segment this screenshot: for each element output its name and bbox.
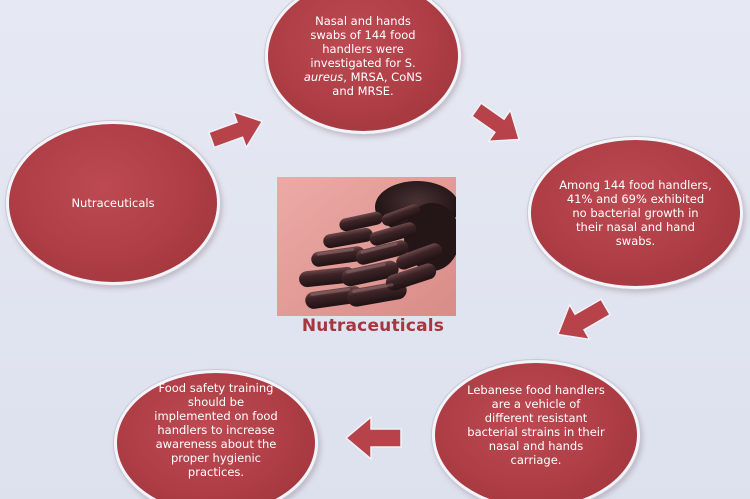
arrow-bottom-right-to-bottom-left-icon bbox=[343, 412, 405, 464]
circle-left-text: Nutraceuticals bbox=[71, 196, 154, 210]
capsules-photo bbox=[277, 177, 456, 316]
arrow-left-to-top-icon bbox=[204, 106, 268, 156]
circle-left-nutraceuticals: Nutraceuticals bbox=[6, 121, 220, 285]
circle-top-text-italic: aureus bbox=[304, 70, 343, 84]
circle-top-text-part1: Nasal and hands swabs of 144 food handle… bbox=[310, 14, 415, 70]
circle-bottom-left-text: Food safety training should be implement… bbox=[151, 381, 281, 479]
circle-top-text: Nasal and hands swabs of 144 food handle… bbox=[298, 14, 428, 98]
center-caption: Nutraceuticals bbox=[288, 316, 458, 336]
circle-top-text-part2: , MRSA, CoNS and MRSE. bbox=[332, 70, 422, 98]
circle-right-results: Among 144 food handlers, 41% and 69% exh… bbox=[528, 137, 743, 289]
circle-bottom-right-text: Lebanese food handlers are a vehicle of … bbox=[467, 383, 605, 467]
arrow-top-to-right-icon bbox=[466, 96, 528, 152]
circle-bottom-right-conclusion: Lebanese food handlers are a vehicle of … bbox=[432, 360, 640, 499]
arrow-right-to-bottom-right-icon bbox=[548, 294, 618, 346]
circle-right-text: Among 144 food handlers, 41% and 69% exh… bbox=[559, 178, 712, 248]
circle-bottom-left-recommendation: Food safety training should be implement… bbox=[114, 370, 318, 499]
circle-top-investigation: Nasal and hands swabs of 144 food handle… bbox=[265, 0, 461, 134]
capsules-illustration-icon bbox=[277, 177, 456, 316]
